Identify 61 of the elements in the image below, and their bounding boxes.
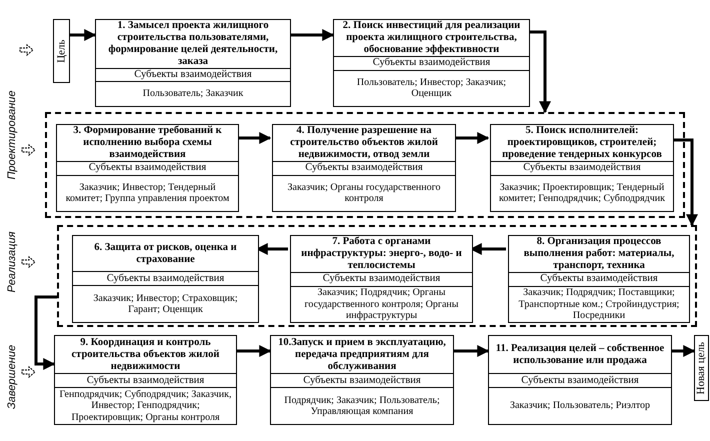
process-box xyxy=(490,124,674,212)
arrow xyxy=(454,345,490,357)
arrow xyxy=(530,30,551,114)
participants-text: Заказчик; Проектировщик; Тендерный комитет; Генподрядчик; Субподрядчик xyxy=(498,182,666,205)
section-header: Субъекты взаимодействия xyxy=(521,374,639,386)
step-title: 7. Работа с органами инфраструктуры: энерго-, водо- и теплосистемы xyxy=(300,236,463,272)
process-box xyxy=(488,335,672,425)
arrow xyxy=(454,132,490,144)
step-title: 9. Координация и контроль строительства объектов жилой недвижимости xyxy=(70,336,220,372)
process-box xyxy=(95,19,291,107)
section-header: Субъекты взаимодействия xyxy=(134,69,252,81)
arrow xyxy=(237,132,272,144)
stage-label: Завершение xyxy=(4,344,19,410)
step-title: 10.Запуск и прием в эксплуатацию, передача предприятиям для обслуживания xyxy=(277,336,447,372)
process-box xyxy=(333,19,530,107)
step-title: 3. Формирование требований к исполнению выбора схемы взаимодействия xyxy=(72,125,223,161)
section-header: Субъекты взаимодействия xyxy=(303,374,421,386)
step-title: 11. Реализация целей – собственное использование или продажа xyxy=(494,342,666,366)
stage-label: Проектирование xyxy=(4,90,19,180)
process-box xyxy=(54,335,237,425)
section-header: Субъекты взаимодействия xyxy=(523,162,641,174)
participants-text: Генподрядчик; Субподрядчик; Заказчик, Инвестор; Генподрядчик; Проектировщик; Органы контроля xyxy=(59,388,232,424)
goal-box: Цель xyxy=(53,19,70,83)
process-box xyxy=(72,235,259,323)
participants-text: Заказчик; Инвестор; Тендерный комитет; Группа управления проектом xyxy=(64,182,230,205)
arrow xyxy=(672,345,696,357)
participants-text: Заказчик; Подрядчик; Органы государственного контроля; Органы инфраструктуры xyxy=(303,287,460,322)
arrow xyxy=(291,29,334,41)
arrow xyxy=(34,296,57,370)
step-title: 1. Замысел проекта жилищного строительства пользователями, формирование целей деятельности, заказа xyxy=(107,20,279,68)
participants-text: Заказчик; Органы государственного контроля xyxy=(286,182,442,205)
arrow xyxy=(70,29,96,41)
participants-text: Заказчик; Пользователь; Риэлтор xyxy=(510,400,650,412)
step-title: 2. Поиск инвестиций для реализации проекта жилищного строительства, обоснование эффективности xyxy=(342,20,522,56)
goal-box: Новая цель xyxy=(694,335,709,401)
participants-text: Подрядчик; Заказчик; Пользователь; Управляющая компания xyxy=(283,394,441,418)
step-title: 8. Организация процессов выполнения работ: материалы, транспорт, техника xyxy=(522,236,676,272)
section-header: Субъекты взаимодействия xyxy=(88,162,206,174)
step-title: 6. Защита от рисков, оценка и страхование xyxy=(93,242,238,266)
arrow xyxy=(672,138,698,226)
participants-text: Пользователь; Заказчик xyxy=(142,88,244,100)
process-box xyxy=(56,124,239,212)
section-header: Субъекты взаимодействия xyxy=(322,273,440,286)
section-header: Субъекты взаимодействия xyxy=(305,162,423,174)
participants-text: Заказчик; Инвестор; Страховщик; Гарант; Оценщик xyxy=(92,292,239,316)
step-title: 4. Получение разрешение на строительство объектов жилой недвижимости, отвод земли xyxy=(289,125,439,161)
process-box xyxy=(270,335,454,425)
stage-frame xyxy=(57,225,697,327)
section-header: Субъекты взаимодействия xyxy=(372,57,490,70)
stage-frame xyxy=(45,112,685,218)
process-box xyxy=(290,235,473,323)
process-box xyxy=(272,124,456,212)
stage-label: Реализация xyxy=(4,232,19,292)
participants-text: Пользователь; Инвестор; Заказчик; Оценщик xyxy=(356,76,508,100)
step-title: 5. Поиск исполнителей: проектировщиков, строителей; проведение тендерных конкурсов xyxy=(501,125,663,161)
arrow xyxy=(237,345,272,357)
participants-text: Заказчик; Подрядчик; Поставщики; Транспортные ком.; Стройиндустрия; Посредники xyxy=(518,287,680,322)
section-header: Субъекты взаимодействия xyxy=(540,273,658,286)
section-header: Субъекты взаимодействия xyxy=(106,272,224,284)
process-box xyxy=(508,235,690,323)
section-header: Субъекты взаимодействия xyxy=(86,374,204,386)
